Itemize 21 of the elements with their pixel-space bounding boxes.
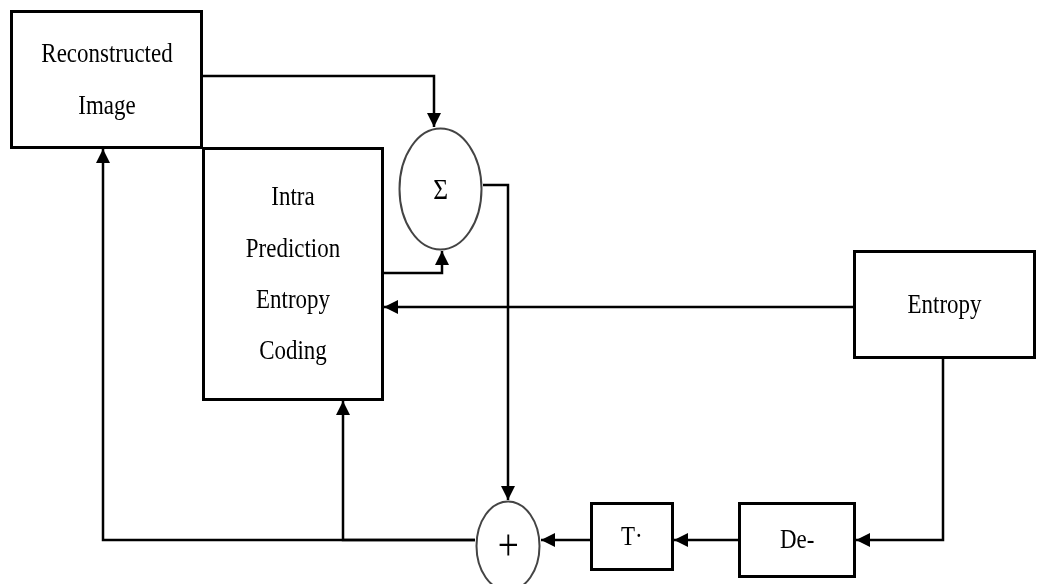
arrow [541,533,590,547]
arrow [203,74,441,127]
sum-circle [398,127,483,251]
arrow [384,251,449,275]
operator-symbol: + [497,524,519,568]
block-box [10,10,203,149]
block-box [590,502,674,571]
block-label: Entropy [907,287,982,321]
block-label: De- [779,523,815,557]
arrow [674,533,738,547]
arrow [856,359,945,547]
block-box [738,502,856,578]
arrow [336,401,475,542]
block-label: Reconstructed Image [39,37,174,122]
arrow [483,183,515,500]
block-label: T· [621,519,643,553]
block-box [853,250,1036,359]
operator-symbol: Σ [433,174,448,204]
block-box [202,147,384,401]
arrow [384,300,853,314]
block-label: Intra Prediction Entropy Coding [244,180,342,368]
